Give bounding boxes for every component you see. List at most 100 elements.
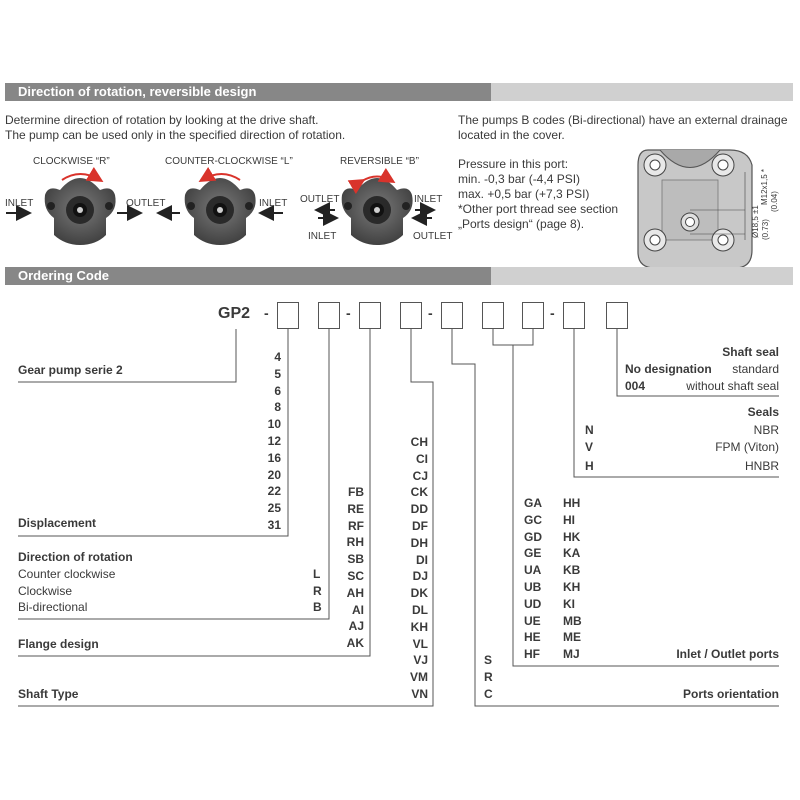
seal-label-v: FPM (Viton) xyxy=(715,440,779,454)
seal-code-h: H xyxy=(585,459,594,473)
port-code: UB xyxy=(524,579,542,594)
code-box-orientation[interactable] xyxy=(441,302,463,329)
code-box-port1[interactable] xyxy=(482,302,504,329)
code-box-shaft[interactable] xyxy=(400,302,422,329)
code-box-port2[interactable] xyxy=(522,302,544,329)
port-code: HH xyxy=(563,496,581,510)
pump-reversible-icon xyxy=(341,167,413,245)
shaft-code: VJ xyxy=(413,653,428,668)
orientation-code: R xyxy=(484,669,493,684)
seal-label-h: HNBR xyxy=(744,459,779,473)
flange-code: AK xyxy=(346,636,364,651)
dash: - xyxy=(264,305,269,321)
displacement-label: Displacement xyxy=(18,516,97,530)
port-code: KH xyxy=(563,579,581,594)
rotation-desc-line1: Determine direction of rotation by looki… xyxy=(5,113,319,127)
dim-inch1: (0.73) xyxy=(761,219,770,240)
pump-cover-drawing xyxy=(637,149,753,269)
code-box-displacement[interactable] xyxy=(277,302,299,329)
ordering-prefix: GP2 xyxy=(218,305,251,322)
displacement-code: 20 xyxy=(267,467,281,482)
pump-cw-icon xyxy=(44,166,116,245)
header-bar-extension-2 xyxy=(491,267,793,285)
pump-ccw-icon xyxy=(184,166,256,245)
seal-label-n: NBR xyxy=(753,423,779,437)
flange-code: SC xyxy=(347,568,364,583)
ports-reference: „Ports design“ (page 8). xyxy=(458,217,585,231)
ccw-title: COUNTER-CLOCKWISE “L” xyxy=(165,156,293,167)
direction-bi-label: Bi-directional xyxy=(18,600,88,614)
shaft-seal-label-004: without shaft seal xyxy=(686,379,779,393)
direction-cw-code: R xyxy=(313,584,322,598)
rev-title: REVERSIBLE “B” xyxy=(340,156,419,167)
direction-ccw-label: Counter clockwise xyxy=(18,567,116,581)
dim-diameter: Ø18,5 ±1 xyxy=(751,205,760,238)
flange-code: AH xyxy=(346,585,364,600)
seals-label: Seals xyxy=(747,405,779,419)
code-box-seals[interactable] xyxy=(563,302,585,329)
shaft-code: CI xyxy=(416,451,428,466)
flange-code: AI xyxy=(352,602,364,617)
dim-thread: M12x1,5 * xyxy=(760,168,769,205)
shaft-code: DI xyxy=(416,552,428,567)
code-box-shaft-seal[interactable] xyxy=(606,302,628,329)
shaft-code: DF xyxy=(412,518,428,533)
shaft-code: DH xyxy=(410,535,428,550)
port-code: HI xyxy=(563,512,575,527)
flange-label: Flange design xyxy=(18,637,99,651)
displacement-code: 16 xyxy=(267,450,281,465)
displacement-code: 25 xyxy=(267,501,281,516)
port-code: KI xyxy=(563,596,575,611)
port-code: ME xyxy=(563,630,581,645)
shaft-code: DD xyxy=(410,502,428,517)
port-code: UD xyxy=(524,596,542,611)
displacement-code: 31 xyxy=(267,517,281,532)
dash: - xyxy=(550,305,555,321)
displacement-code: 4 xyxy=(274,350,281,364)
dim-inch2: (0.04) xyxy=(770,191,779,212)
shaft-seal-label-standard: standard xyxy=(732,362,779,376)
flange-codes: FB RE RF RH SB SC AH AI AJ AK xyxy=(338,484,364,652)
code-box-direction[interactable] xyxy=(318,302,340,329)
shaft-code: DK xyxy=(410,586,428,601)
port-code: KA xyxy=(563,546,581,561)
shaft-code: CH xyxy=(410,435,428,449)
shaft-type-label: Shaft Type xyxy=(18,687,79,701)
displacement-code: 6 xyxy=(274,383,281,398)
pressure-title: Pressure in this port: xyxy=(458,157,569,171)
pressure-min: min. -0,3 bar (-4,4 PSI) xyxy=(458,172,581,186)
flange-code: RH xyxy=(346,535,364,550)
code-box-flange[interactable] xyxy=(359,302,381,329)
other-thread-note: *Other port thread see section xyxy=(458,202,619,216)
port-code: UE xyxy=(524,613,541,628)
port-code: HE xyxy=(524,630,541,645)
ports-label: Inlet / Outlet ports xyxy=(676,647,779,661)
gear-pump-label: Gear pump serie 2 xyxy=(18,363,123,377)
rev-outlet-label-left: OUTLET xyxy=(300,194,340,205)
orientation-code: C xyxy=(484,686,493,701)
shaft-seal-label: Shaft seal xyxy=(722,345,779,359)
flange-code: SB xyxy=(347,552,364,567)
port-code: HK xyxy=(563,529,581,544)
cw-title: CLOCKWISE “R” xyxy=(33,156,110,167)
shaft-code: DL xyxy=(412,602,428,617)
header-bar-extension xyxy=(491,83,793,101)
rev-outlet-label-right: OUTLET xyxy=(413,231,453,242)
direction-cw-label: Clockwise xyxy=(18,584,73,598)
dash: - xyxy=(428,305,433,321)
drain-line1: The pumps B codes (Bi-directional) have … xyxy=(458,113,788,127)
port-code: UA xyxy=(524,563,542,578)
shaft-seal-code-004: 004 xyxy=(625,379,646,393)
displacement-code: 5 xyxy=(274,366,281,381)
ports-col1: GA GC GD GE UA UB UD UE HE HF xyxy=(524,495,542,663)
orientation-label: Ports orientation xyxy=(682,687,779,701)
displacement-code: 12 xyxy=(267,433,281,448)
shaft-codes: CH CI CJ CK DD DF DH DI DJ DK DL KH VL V… xyxy=(400,434,428,703)
direction-label: Direction of rotation xyxy=(18,550,133,564)
displacement-codes: 4 5 6 8 10 12 16 20 22 25 31 xyxy=(255,349,281,534)
port-code: GA xyxy=(524,496,542,510)
cw-outlet-label: OUTLET xyxy=(126,198,166,209)
shaft-code: VN xyxy=(411,686,428,701)
shaft-code: KH xyxy=(410,619,428,634)
